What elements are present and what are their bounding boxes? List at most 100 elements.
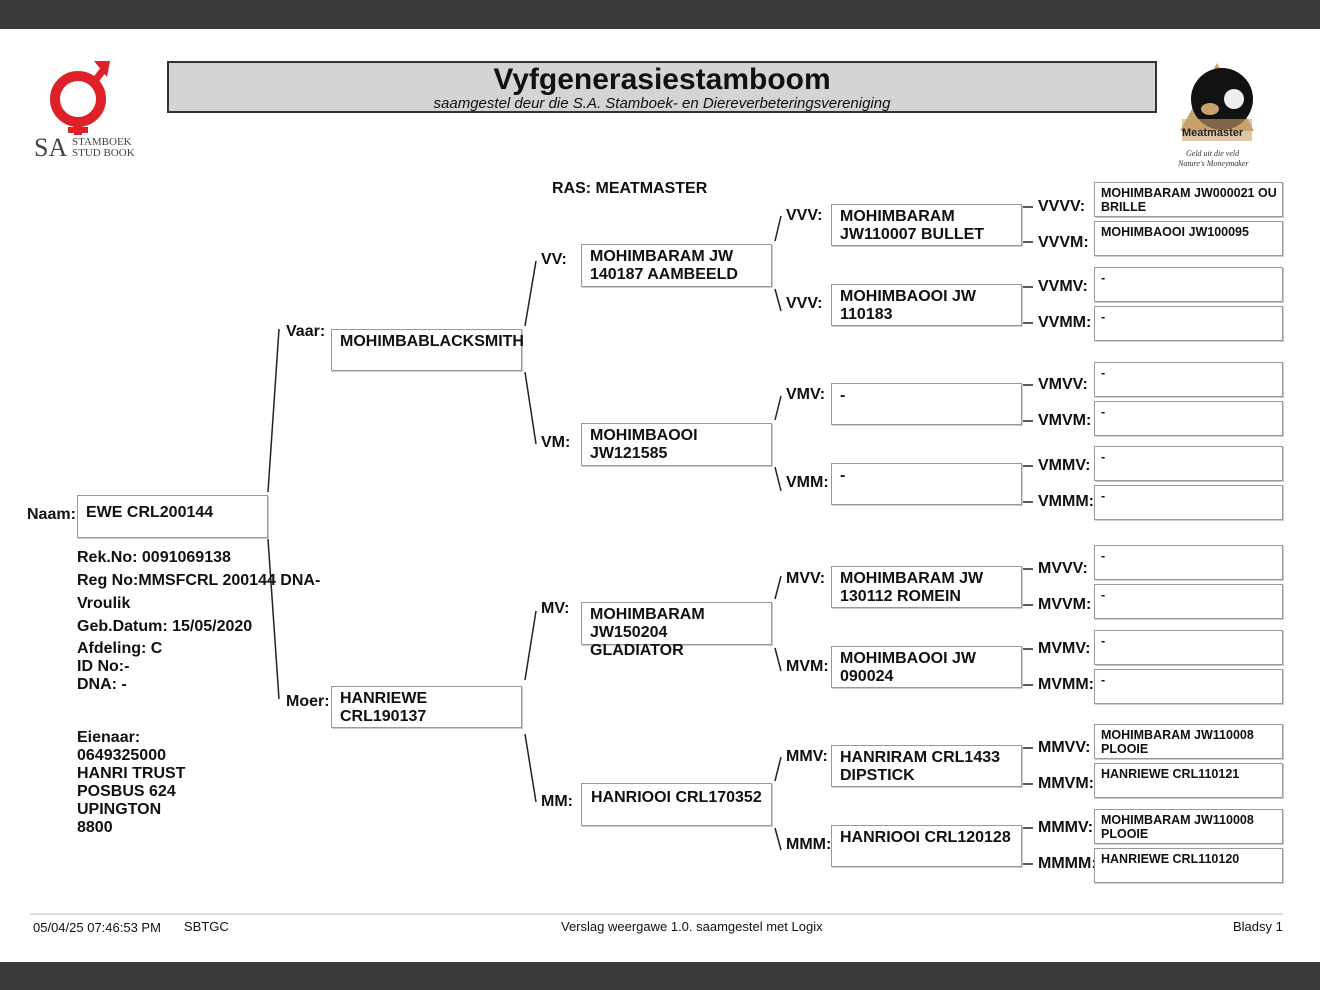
owner-town: UPINGTON: [77, 801, 162, 818]
vvmv-name: -: [1101, 271, 1106, 285]
vmm-label: VMM:: [786, 474, 829, 491]
mm-label: MM:: [541, 793, 573, 810]
vmvm-label: VMVM:: [1038, 412, 1092, 429]
vm-name: MOHIMBAOOI JW121585: [590, 427, 698, 462]
vvm-name: MOHIMBAOOI JW 110183: [840, 288, 976, 323]
vmv-label: VMV:: [786, 386, 826, 403]
sa-stud-book-logo: SA STAMBOEK STUD BOOK: [30, 57, 140, 167]
vv-name: MOHIMBARAM JW 140187 AAMBEELD: [590, 248, 738, 283]
vvvv-label: VVVV:: [1038, 198, 1086, 215]
logo-meatmaster-text: Meatmaster: [1182, 127, 1244, 139]
mmv-name: HANRIRAM CRL1433 DIPSTICK: [840, 749, 1001, 784]
vmmv-name: -: [1101, 450, 1106, 464]
mvm-box: MOHIMBAOOI JW 090024: [831, 646, 1022, 688]
pedigree-connector-lines: [30, 206, 1283, 915]
mmmm-label: MMMM:: [1038, 855, 1097, 872]
vvv-label: VVV:: [786, 207, 823, 224]
vvv-box: MOHIMBARAM JW110007 BULLET: [831, 204, 1022, 246]
vvvv-box: MOHIMBARAM JW000021 OU BRILLE: [1094, 182, 1283, 217]
vmv-box: -: [831, 383, 1022, 425]
mvvv-name: -: [1101, 549, 1106, 563]
mvvm-name: -: [1101, 588, 1106, 602]
mmm-label: MMM:: [786, 836, 832, 853]
vmmv-label: VMMV:: [1038, 457, 1091, 474]
mvv-box: MOHIMBARAM JW 130112 ROMEIN: [831, 566, 1022, 608]
mmmv-label: MMMV:: [1038, 819, 1094, 836]
mvvv-box: -: [1094, 545, 1283, 580]
vvvm-label: VVVM:: [1038, 234, 1089, 251]
sex: Vroulik: [77, 595, 131, 612]
vvmm-label: VVMM:: [1038, 314, 1092, 331]
division: Afdeling: C: [77, 640, 163, 657]
mmmv-box: MOHIMBARAM JW110008 PLOOIE: [1094, 809, 1283, 844]
footer-org: SBTGC: [184, 919, 229, 934]
mmvm-box: HANRIEWE CRL110121: [1094, 763, 1283, 798]
footer-page-number: Bladsy 1: [1233, 919, 1283, 934]
footer-timestamp: 05/04/25 07:46:53 PM: [33, 920, 161, 935]
logo-tagline-2: Nature's Moneymaker: [1178, 159, 1249, 168]
vmm-name: -: [840, 467, 846, 484]
mm-box: HANRIOOI CRL170352: [581, 783, 772, 826]
mmm-name: HANRIOOI CRL120128: [840, 829, 1011, 846]
vv-box: MOHIMBARAM JW 140187 AAMBEELD: [581, 244, 772, 287]
vmvv-name: -: [1101, 366, 1106, 380]
owner-code: 8800: [77, 819, 113, 836]
logo-sa-text: SA: [34, 133, 68, 162]
mmvm-label: MMVM:: [1038, 775, 1094, 792]
logo-tagline-1: Geld uit die veld: [1186, 149, 1240, 158]
vmv-name: -: [840, 387, 846, 404]
reg-no: Reg No:MMSFCRL 200144 DNA-: [77, 572, 321, 589]
vmm-box: -: [831, 463, 1022, 505]
viewer-bottom-bar: [0, 962, 1320, 990]
page-title: Vyfgenerasiestamboom: [493, 63, 831, 96]
mmmm-box: HANRIEWE CRL110120: [1094, 848, 1283, 883]
name-label: Naam:: [27, 506, 76, 523]
vvm-label: VVV:: [786, 295, 823, 312]
dna: DNA: -: [77, 676, 127, 693]
footer-report: Verslag weergawe 1.0. saamgestel met Log…: [561, 919, 823, 934]
vmvm-name: -: [1101, 405, 1106, 419]
mmv-box: HANRIRAM CRL1433 DIPSTICK: [831, 745, 1022, 787]
mv-label: MV:: [541, 600, 570, 617]
vmmm-label: VMMM:: [1038, 493, 1094, 510]
document-page: SA STAMBOEK STUD BOOK Vyfgenerasiestambo…: [0, 29, 1320, 962]
animal-name-box: EWE CRL200144: [77, 495, 268, 538]
vmvm-box: -: [1094, 401, 1283, 436]
owner-phone: 0649325000: [77, 747, 166, 764]
vvmm-box: -: [1094, 306, 1283, 341]
vm-label: VM:: [541, 434, 571, 451]
mvmm-box: -: [1094, 669, 1283, 704]
mmvv-box: MOHIMBARAM JW110008 PLOOIE: [1094, 724, 1283, 759]
owner-label: Eienaar:: [77, 729, 141, 746]
owner-postbox: POSBUS 624: [77, 783, 176, 800]
mvmm-name: -: [1101, 673, 1106, 687]
mmmm-name: HANRIEWE CRL110120: [1101, 852, 1240, 866]
vvvv-name: MOHIMBARAM JW000021 OU BRILLE: [1101, 186, 1277, 214]
page-subtitle: saamgestel deur die S.A. Stamboek- en Di…: [433, 95, 891, 112]
sire-box: MOHIMBABLACKSMITH: [331, 329, 524, 371]
sex-symbol-icon: [50, 61, 110, 135]
dam-name: HANRIEWE CRL190137: [340, 690, 428, 725]
mvmv-name: -: [1101, 634, 1106, 648]
dam-box: HANRIEWE CRL190137: [331, 686, 522, 728]
mv-name: MOHIMBARAM JW150204 GLADIATOR: [590, 606, 705, 659]
mvm-label: MVM:: [786, 658, 829, 675]
mmv-label: MMV:: [786, 748, 828, 765]
mmvv-name: MOHIMBARAM JW110008 PLOOIE: [1101, 728, 1254, 756]
viewer-top-bar: [0, 0, 1320, 29]
vmvv-label: VMVV:: [1038, 376, 1088, 393]
mvmv-box: -: [1094, 630, 1283, 665]
mvv-label: MVV:: [786, 570, 826, 587]
meatmaster-logo: Meatmaster Geld uit die veld Nature's Mo…: [1172, 61, 1262, 173]
vvmv-label: VVMV:: [1038, 278, 1088, 295]
vm-box: MOHIMBAOOI JW121585: [581, 423, 772, 466]
vvmm-name: -: [1101, 310, 1106, 324]
title-banner: Vyfgenerasiestamboom saamgestel deur die…: [167, 61, 1157, 113]
mmm-box: HANRIOOI CRL120128: [831, 825, 1022, 867]
vv-label: VV:: [541, 251, 567, 268]
rek-no: Rek.No: 0091069138: [77, 549, 231, 566]
mvmm-label: MVMM:: [1038, 676, 1094, 693]
mvvm-box: -: [1094, 584, 1283, 619]
owner-name: HANRI TRUST: [77, 765, 186, 782]
vvvm-name: MOHIMBAOOI JW100095: [1101, 225, 1249, 239]
